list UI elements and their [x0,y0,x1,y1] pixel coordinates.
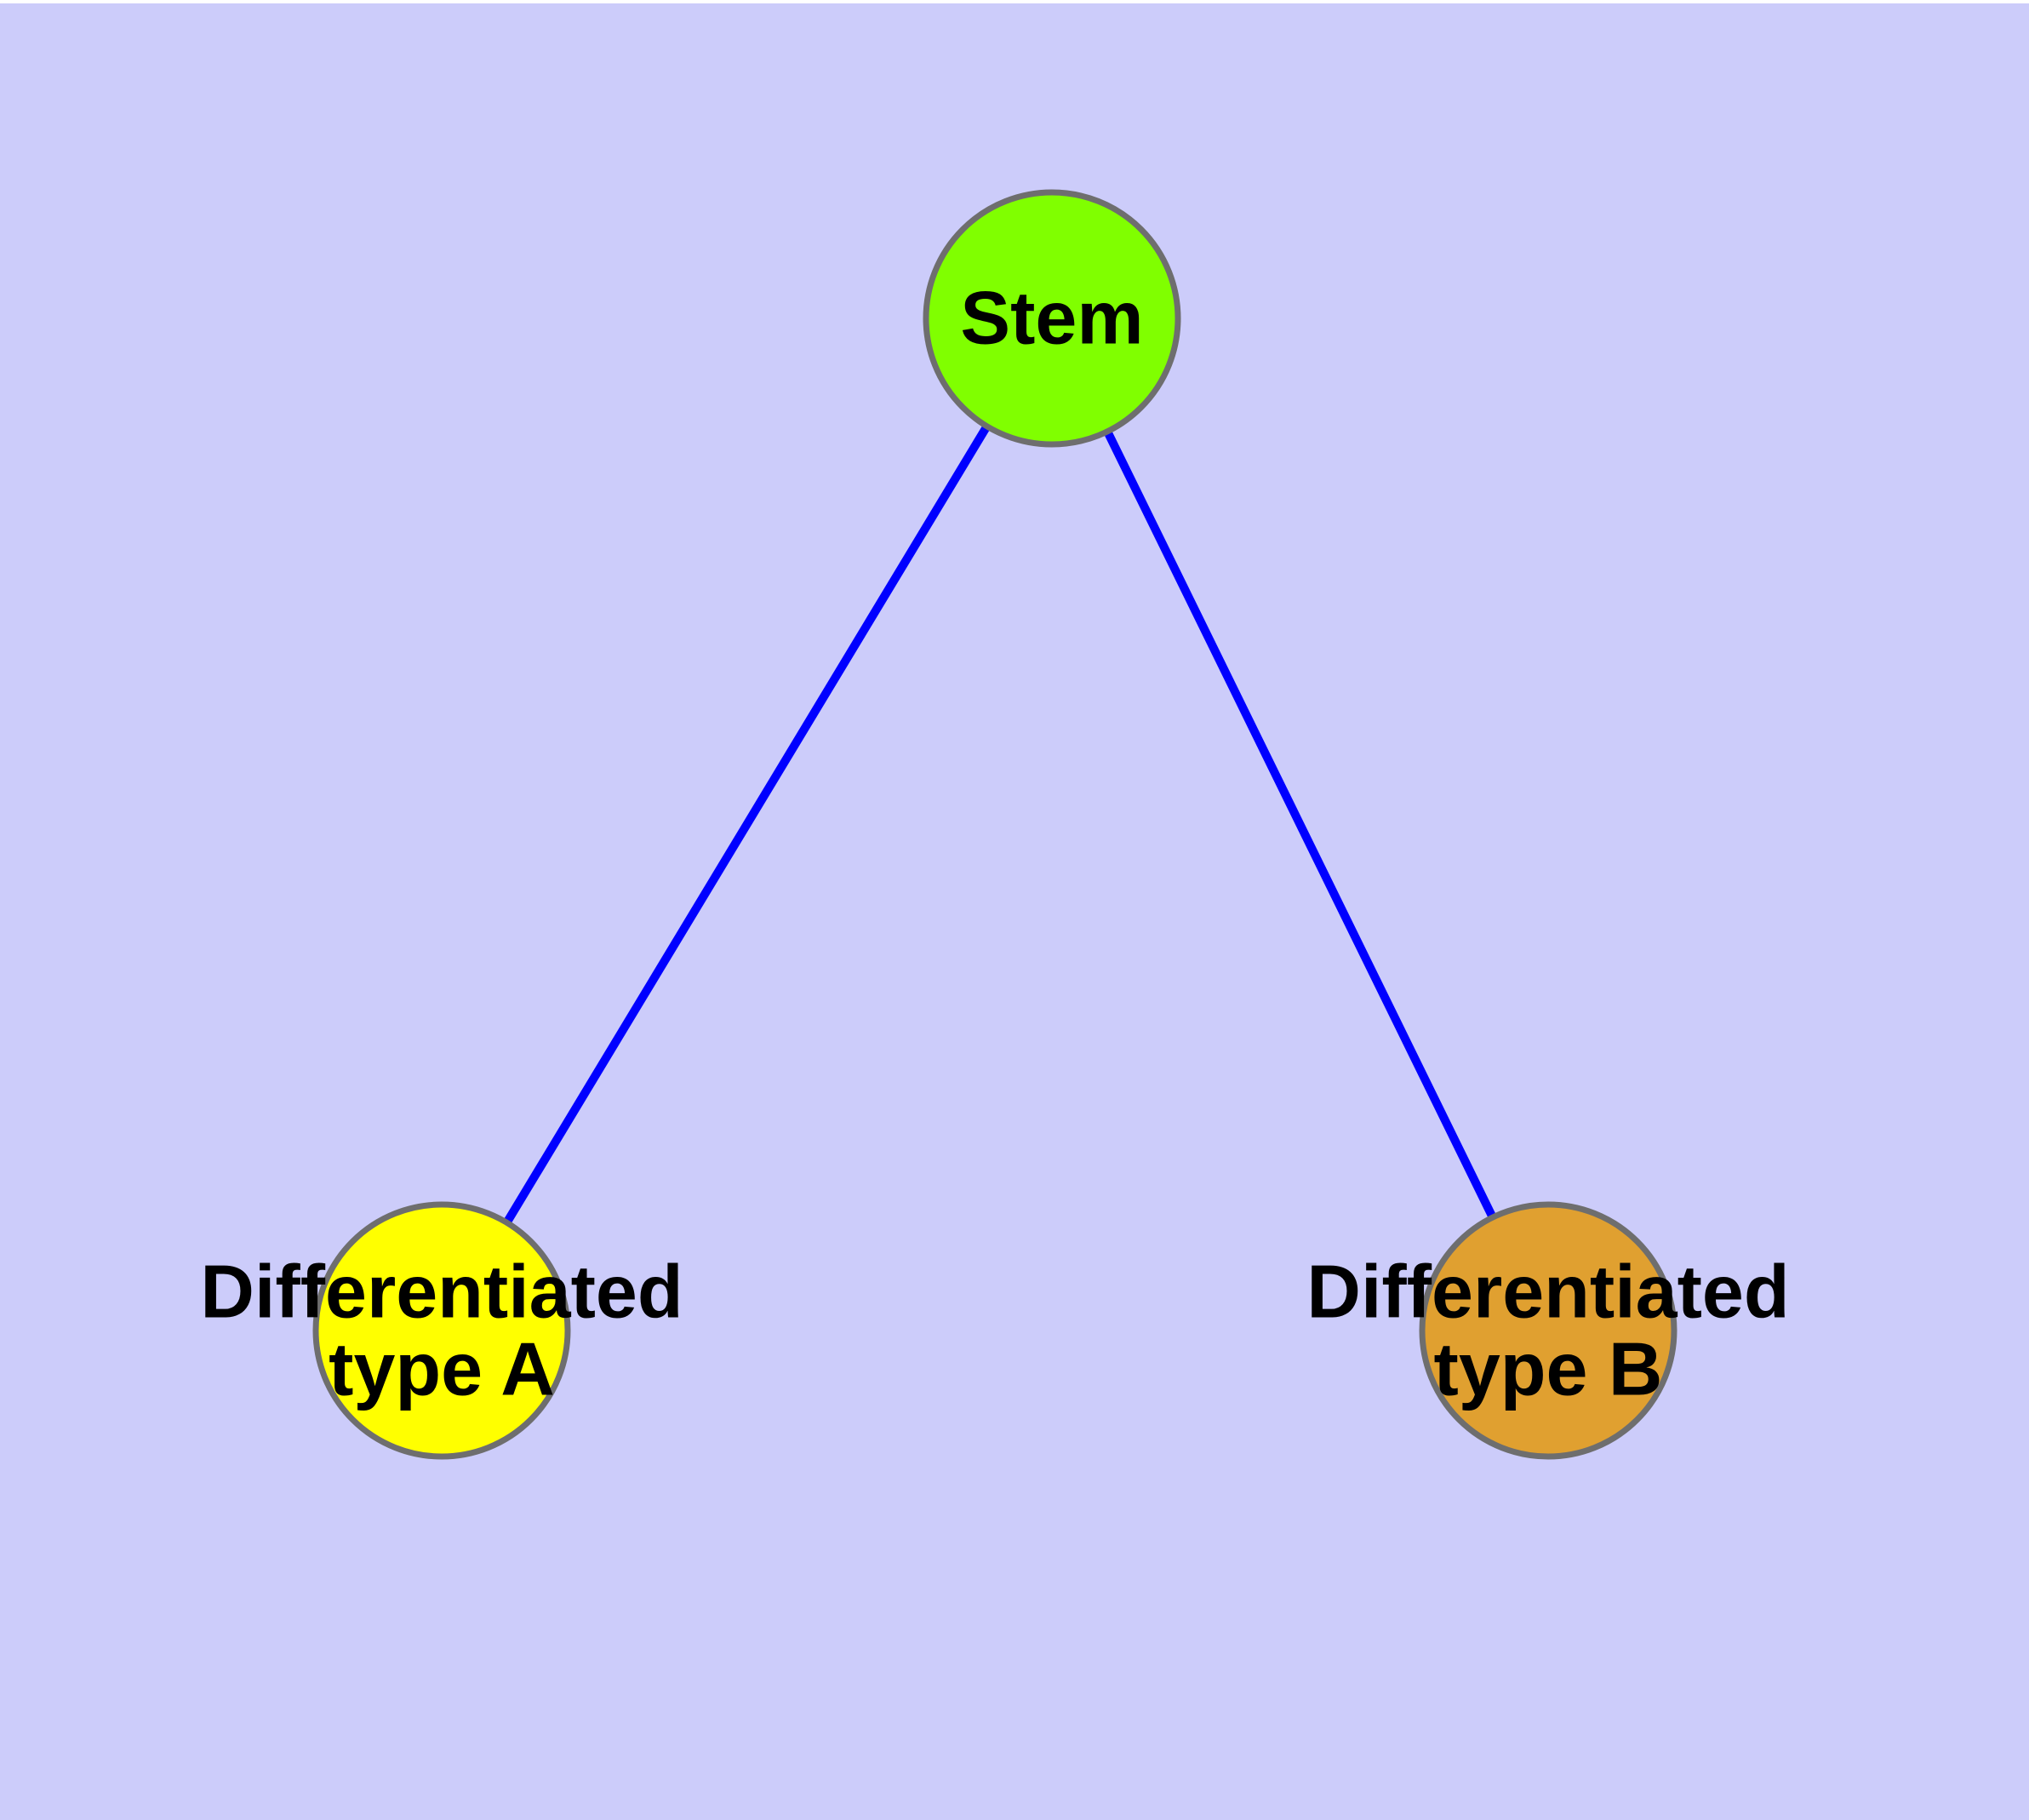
graph-node-stem[interactable] [923,189,1181,448]
node-layer [312,189,1677,1460]
graph-edge[interactable] [437,316,1056,1333]
edge-layer [437,316,1552,1333]
graph-node-diff_a[interactable] [312,1201,571,1460]
graph-node-diff_b[interactable] [1419,1201,1677,1460]
graph-edge[interactable] [1048,316,1552,1333]
cell-differentiation-graph [312,189,1677,1460]
